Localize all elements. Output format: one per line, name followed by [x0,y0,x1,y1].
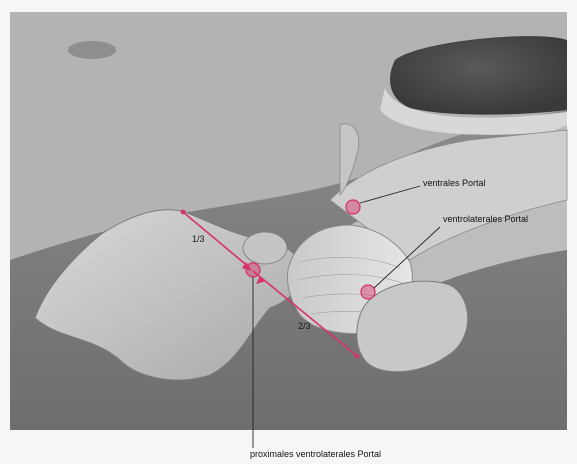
trochanter-point [355,354,360,359]
asis-point [181,210,186,215]
ventrolateral-portal-label: ventrolaterales Portal [443,214,528,224]
ventral-portal-marker [346,200,360,214]
navel [68,41,116,59]
iliac-spine [243,232,287,264]
fraction-two-thirds-label: 2/3 [298,321,311,331]
fraction-one-third-label: 1/3 [192,234,205,244]
proximal-ventrolateral-portal-marker [246,263,260,277]
ventral-portal-label: ventrales Portal [423,178,486,188]
ventrolateral-portal-marker [361,285,375,299]
proximal-ventrolateral-portal-label: proximales ventrolaterales Portal [250,449,381,459]
